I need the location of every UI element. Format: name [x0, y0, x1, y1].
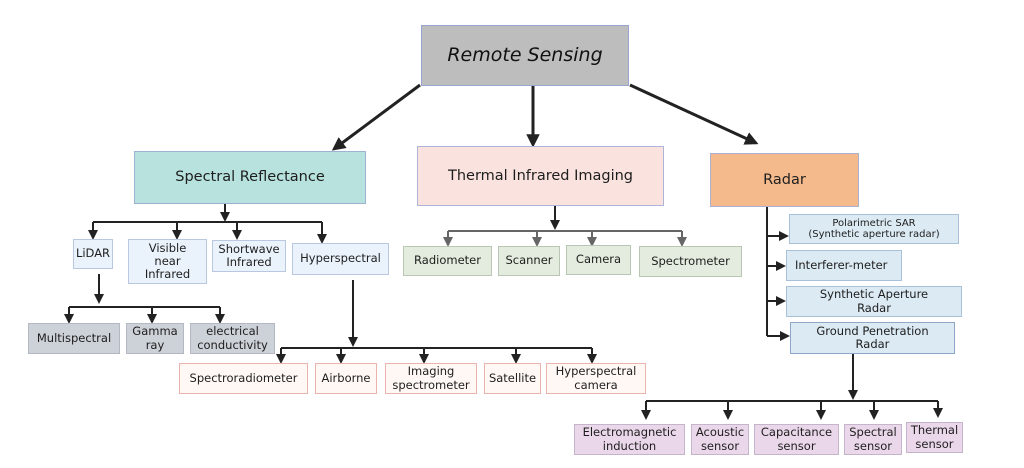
node-radiometer: Radiometer	[403, 246, 492, 276]
node-ground-penetration-radar: Ground Penetration Radar	[790, 322, 955, 354]
node-imaging-spectrometer: Imaging spectrometer	[385, 363, 477, 394]
node-polarimetric-sar: Polarimetric SAR (Synthetic aperture rad…	[789, 214, 959, 244]
node-spectral-sensor: Spectral sensor	[844, 424, 902, 455]
node-hyperspectral: Hyperspectral	[292, 243, 389, 275]
node-synthetic-aperture-radar: Synthetic Aperture Radar	[786, 286, 962, 317]
node-visible-near-infrared: Visible near Infrared	[128, 239, 207, 284]
node-hyperspectral-camera: Hyperspectral camera	[546, 363, 646, 394]
node-electromagnetic-induction: Electromagnetic induction	[574, 424, 685, 455]
node-scanner: Scanner	[498, 246, 560, 276]
root-arrows	[331, 83, 759, 151]
arrow-root-radar	[629, 83, 759, 145]
node-thermal-infrared-imaging: Thermal Infrared Imaging	[417, 146, 664, 206]
node-acoustic-sensor: Acoustic sensor	[691, 424, 749, 455]
node-thermal-sensor: Thermal sensor	[906, 422, 963, 453]
node-multispectral: Multispectral	[28, 323, 120, 354]
node-spectral-reflectance: Spectral Reflectance	[134, 151, 366, 204]
thermal-connectors	[443, 206, 687, 247]
node-spectroradiometer: Spectroradiometer	[179, 363, 308, 394]
node-radar: Radar	[710, 153, 859, 207]
node-shortwave-infrared: Shortwave Infrared	[212, 240, 286, 272]
radar-connectors	[641, 207, 943, 420]
node-airborne: Airborne	[315, 363, 377, 394]
node-lidar: LiDAR	[73, 239, 113, 269]
node-spectrometer: Spectrometer	[639, 246, 742, 277]
node-camera: Camera	[566, 245, 631, 275]
node-electrical-conductivity: electrical conductivity	[190, 323, 275, 354]
node-satellite: Satellite	[484, 363, 541, 394]
node-interferer-meter: Interferer-meter	[786, 250, 902, 281]
arrow-root-spectral	[331, 83, 421, 151]
node-capacitance-sensor: Capacitance sensor	[754, 424, 839, 455]
node-gamma-ray: Gamma ray	[126, 323, 184, 354]
spectral-connectors	[64, 204, 597, 364]
node-remote-sensing: Remote Sensing	[421, 25, 629, 86]
